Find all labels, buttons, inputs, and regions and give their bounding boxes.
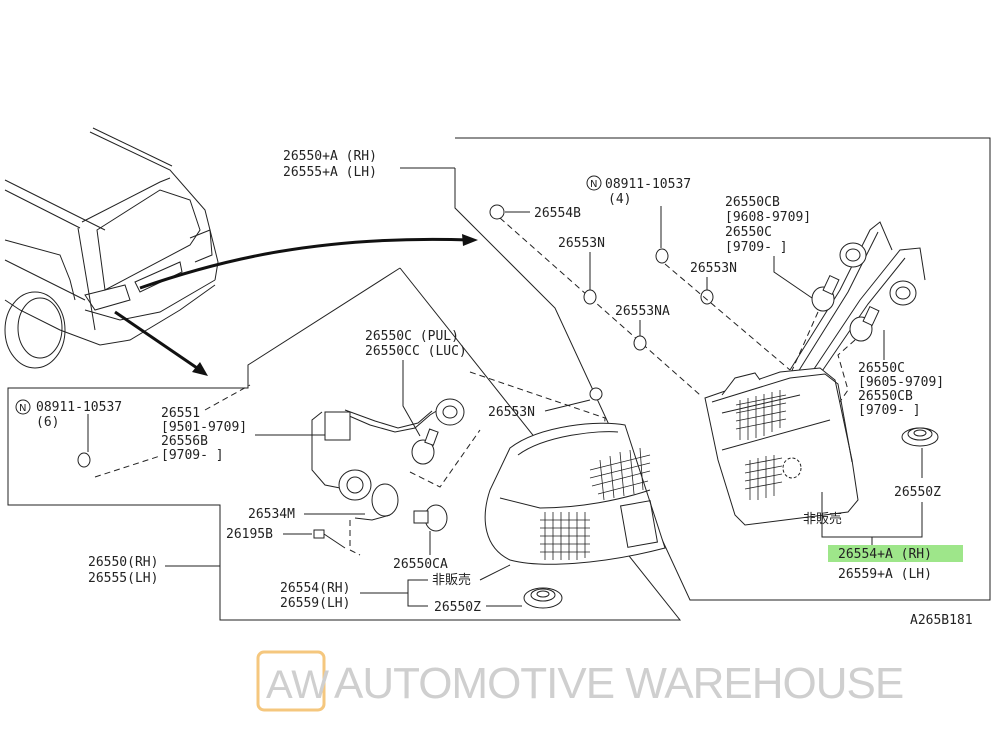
watermark: AW AUTOMOTIVE WAREHOUSE [256, 650, 904, 712]
n-mark-letter-lower: N [19, 403, 26, 414]
drawing-id: A265B181 [910, 613, 973, 628]
inner-lamp-lh-label: 26555+A (LH) [283, 165, 377, 180]
grommet-na-icon [633, 335, 647, 351]
socket-left-l2: 26550CC (LUC) [365, 344, 467, 359]
socket-upper-l1: 26550CB [725, 195, 780, 210]
socket-lower-l2: [9605-9709] [858, 375, 944, 390]
screw-label: 26195B [226, 527, 273, 542]
harness-l2: [9501-9709] [161, 420, 247, 435]
screw-icon [313, 529, 325, 539]
lens-right-rh-label[interactable]: 26554+A (RH) [838, 547, 932, 562]
nut-lower-icon [77, 452, 91, 468]
outer-lamp-frame [7, 267, 682, 621]
socket-upper-l4: [9709- ] [725, 240, 788, 255]
grommet-c-icon [589, 387, 603, 401]
lens-left-lh-label: 26559(LH) [280, 596, 350, 611]
n-mark-icon-lower [15, 399, 31, 415]
socket-lower-left-icon [338, 469, 372, 501]
packing-right-icon [901, 427, 939, 447]
harness-l1: 26551 [161, 406, 200, 421]
harness-l4: [9709- ] [161, 448, 224, 463]
watermark-text: AUTOMOTIVE WAREHOUSE [334, 659, 903, 708]
nut-lower-part-label: 08911-10537 [36, 400, 122, 415]
outer-lamp-rh-label: 26550(RH) [88, 555, 158, 570]
connector-icon [324, 411, 351, 441]
inner-lamp-body [704, 367, 859, 526]
bracket-label: 26534M [248, 507, 295, 522]
arrow-to-inner-lamp [139, 237, 471, 290]
socket-upper-l2: [9608-9709] [725, 210, 811, 225]
packing-left-label: 26550Z [434, 600, 481, 615]
inner-harness [789, 221, 926, 461]
inner-lamp-rh-label: 26550+A (RH) [283, 149, 377, 164]
socket-left-l1: 26550C (PUL) [365, 329, 459, 344]
vehicle-illustration [4, 127, 478, 376]
nut-upper-part-label: 08911-10537 [605, 177, 691, 192]
watermark-logo-frame [256, 650, 326, 712]
highlight-selected-part [828, 545, 963, 562]
nut-lower-qty-label: (6) [36, 415, 59, 430]
packing-right-label: 26550Z [894, 485, 941, 500]
socket-left-icon [435, 398, 465, 426]
socket-lower-l4: [9709- ] [858, 403, 921, 418]
grommet-na-label: 26553NA [615, 304, 670, 319]
lens-right-lh-label[interactable]: 26559+A (LH) [838, 567, 932, 582]
socket-upper-l3: 26550C [725, 225, 772, 240]
grommet-b-label: 26553N [690, 261, 737, 276]
not-sold-right-label: 非販売 [803, 511, 842, 527]
outer-lamp-lh-label: 26555(LH) [88, 571, 158, 586]
bracket-icon [371, 483, 399, 517]
bushing-label: 26554B [534, 206, 581, 221]
packing-left-icon [523, 587, 563, 609]
nut-upper-qty-label: (4) [608, 192, 631, 207]
watermark-logo: AW [266, 663, 329, 707]
nut-upper-icon [655, 248, 669, 264]
arrow-to-outer-lamp [114, 310, 201, 372]
socket-lower-l1: 26550C [858, 361, 905, 376]
n-mark-icon [586, 175, 602, 191]
inner-lamp-frame [454, 137, 991, 601]
bulb-ca-label: 26550CA [393, 557, 448, 572]
outer-harness [311, 398, 481, 501]
grommet-b-icon [700, 289, 714, 305]
bushing-icon [489, 204, 505, 220]
lens-left-rh-label: 26554(RH) [280, 581, 350, 596]
grommet-a-label: 26553N [558, 236, 605, 251]
grommet-c-label: 26553N [488, 405, 535, 420]
n-mark-letter: N [590, 179, 597, 190]
socket-lower-l3: 26550CB [858, 389, 913, 404]
bulb-left-icon [411, 439, 435, 465]
harness-l3: 26556B [161, 434, 208, 449]
outer-lamp-body [484, 422, 666, 565]
not-sold-left-label: 非販売 [432, 572, 471, 588]
rear-wheel [4, 291, 66, 369]
grommet-a-icon [583, 289, 597, 305]
